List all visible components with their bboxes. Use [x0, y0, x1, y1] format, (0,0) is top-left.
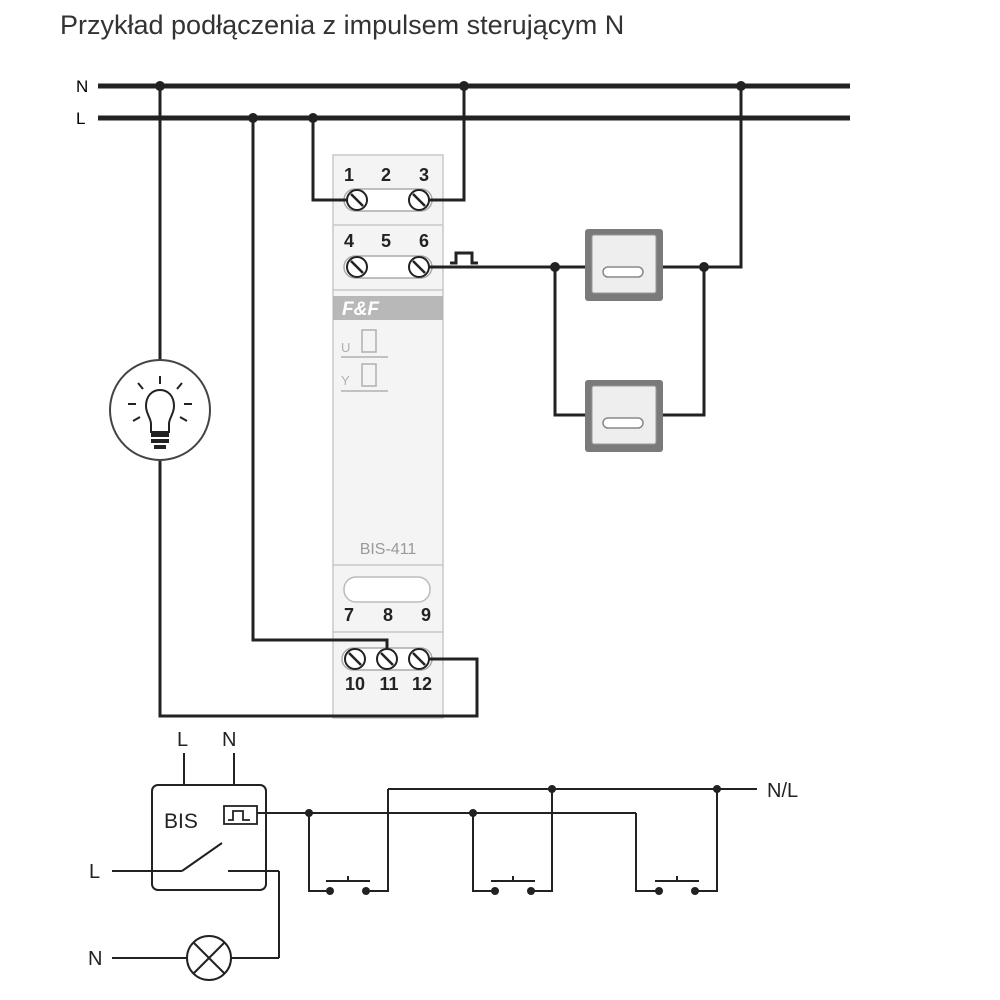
push-button-2: [584, 379, 664, 453]
bis-box: [151, 784, 267, 891]
indicator-2-window: [361, 363, 377, 387]
schematic-top-l-label: L: [177, 729, 188, 751]
schematic-left-l-label: L: [89, 861, 100, 883]
indicator-u-label: U: [341, 340, 350, 355]
bis-box-label: BIS: [164, 810, 198, 833]
schematic-junctions: [305, 785, 721, 895]
terminal-label: 1: [344, 165, 354, 185]
terminal-label: 12: [412, 674, 432, 694]
relay-device: F&F U Y BIS-411: [332, 154, 444, 719]
lamp-icon: [109, 359, 211, 461]
terminal-label: 2: [381, 165, 391, 185]
terminal-label: 8: [383, 605, 393, 625]
schematic-nl-label: N/L: [767, 780, 798, 802]
terminal-label: 5: [381, 231, 391, 251]
terminal-label: 9: [421, 605, 431, 625]
line-n-label: N: [76, 77, 88, 96]
wires: [158, 86, 743, 718]
device-label-slot: [343, 576, 431, 603]
push-button-1: [584, 228, 664, 302]
schematic-left-n-label: N: [88, 948, 102, 970]
schematic-wires: [112, 753, 757, 981]
terminal-label: 7: [344, 605, 354, 625]
line-l-label: L: [76, 109, 85, 128]
indicator-u-window: [361, 329, 377, 353]
terminal-label: 10: [345, 674, 365, 694]
junction-dots: [155, 81, 746, 272]
terminal-label: 4: [344, 231, 354, 251]
page-title: Przykład podłączenia z impulsem sterując…: [60, 10, 625, 40]
terminal-label: 6: [419, 231, 429, 251]
brand-bar: [333, 296, 443, 320]
indicator-2-label: Y: [341, 373, 350, 388]
device-model: BIS-411: [360, 541, 417, 558]
brand-logo: F&F: [342, 299, 380, 320]
schematic-top-n-label: N: [222, 729, 236, 751]
terminal-label: 11: [379, 674, 398, 694]
terminal-label: 3: [419, 165, 429, 185]
